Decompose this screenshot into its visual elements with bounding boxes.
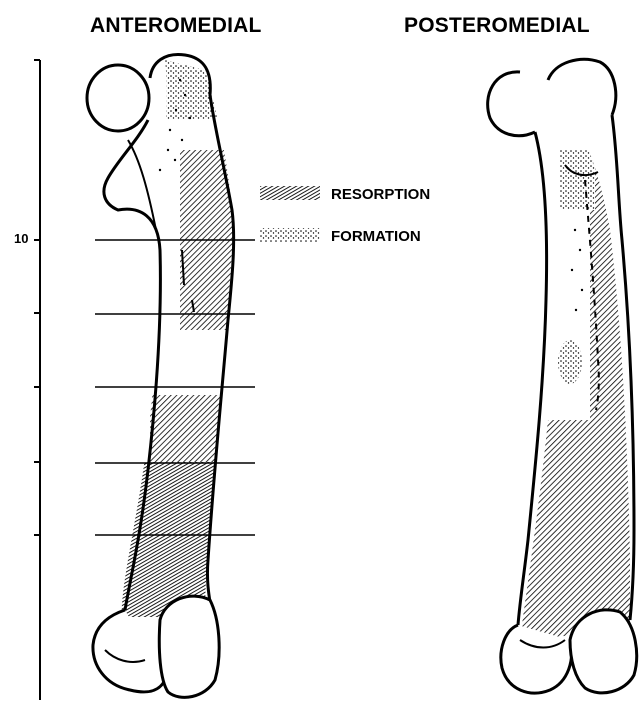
resorption-region-lateral [590,150,635,430]
femoral-head [87,65,149,131]
vertical-scale [34,60,40,700]
femoral-head-right [488,72,535,136]
resorption-region-distal [110,462,240,617]
medial-condyle [93,610,165,692]
lesser-trochanter-line [128,140,156,230]
resorption-region-mid [150,395,240,465]
formation-patch [558,340,582,384]
legend-resorption-swatch [260,186,320,200]
formation-region-trochanter [560,150,595,210]
legend-formation-swatch [260,228,320,242]
anteromedial-femur [87,54,240,697]
trochanter-stipple-right [571,229,583,311]
greater-trochanter-right [548,59,616,115]
lateral-condyle [159,596,219,697]
lateral-condyle-right [570,610,637,693]
posteromedial-femur [488,59,637,693]
